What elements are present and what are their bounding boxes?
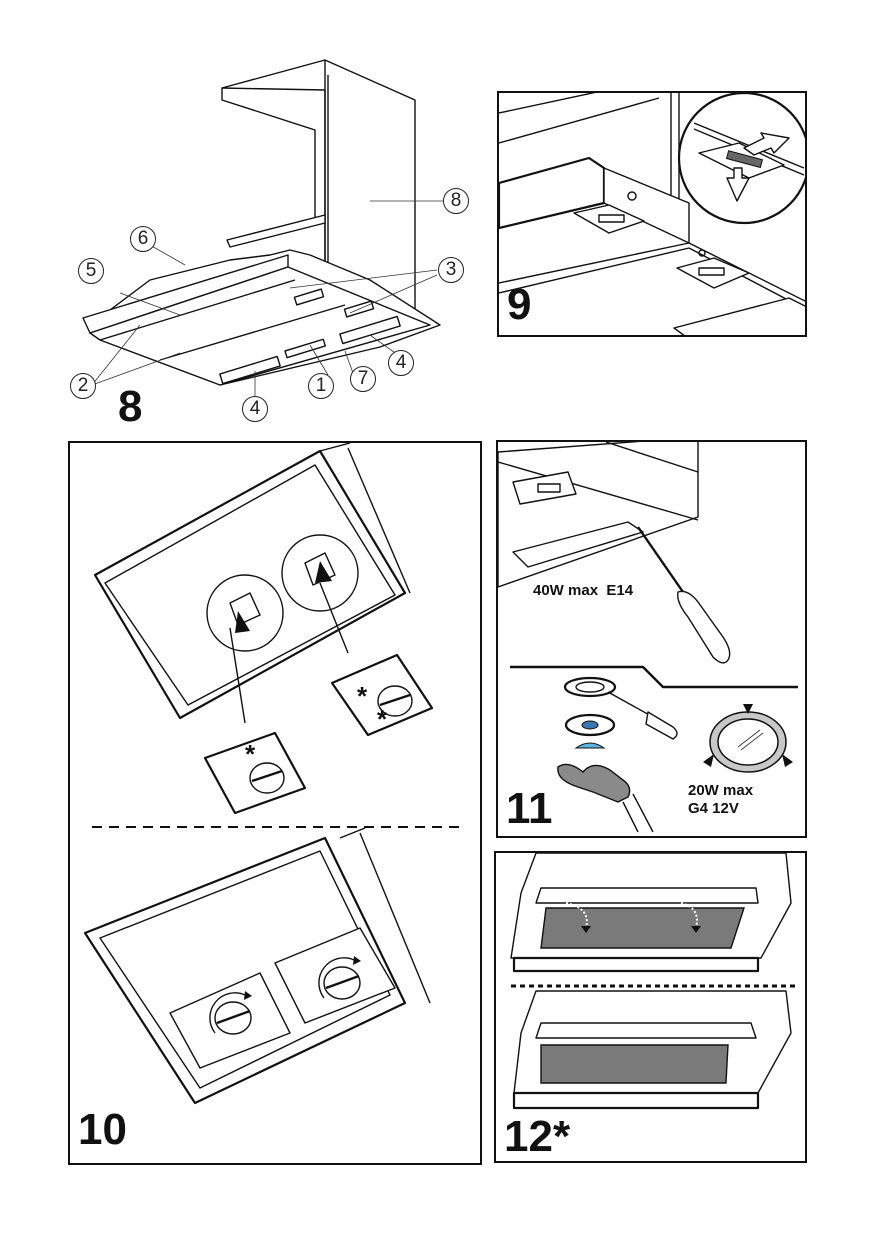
figure-11: 40W max E14 20W max G4 12V 11 [496, 440, 807, 838]
asterisk-mark: * [377, 704, 388, 734]
carbon-filter-fitting-drawing: * * * [83, 443, 462, 1105]
figure-8: 8 6 5 3 4 7 1 2 4 8 [70, 55, 490, 435]
figure-9: 9 [497, 91, 807, 337]
figure-12: 12* [494, 851, 807, 1163]
asterisk-mark: * [357, 681, 368, 711]
figure-number-10: 10 [78, 1105, 127, 1154]
callout-4-left: 4 [242, 396, 268, 422]
figure-number-11: 11 [506, 784, 553, 833]
figure-number-8: 8 [118, 382, 143, 431]
lamp-replacement-drawing [498, 442, 798, 833]
hood-overview-drawing [82, 59, 445, 398]
lamp-spec-e14: 40W max E14 [533, 582, 634, 599]
callout-8: 8 [443, 188, 469, 214]
callout-5: 5 [78, 258, 104, 284]
charcoal-filter-drawing [510, 853, 796, 1110]
figure-10: * * * 10 [68, 441, 482, 1165]
lamp-spec-g4-line2: G4 12V [688, 800, 739, 817]
filter-clip-drawing [499, 93, 805, 335]
callout-3: 3 [438, 257, 464, 283]
lamp-spec-g4-line1: 20W max [688, 782, 754, 799]
callout-6: 6 [130, 226, 156, 252]
callout-2: 2 [70, 373, 96, 399]
figure-number-9: 9 [507, 280, 532, 329]
figure-number-12: 12* [504, 1112, 571, 1161]
asterisk-mark: * [245, 739, 256, 769]
callout-7: 7 [350, 366, 376, 392]
callout-1: 1 [308, 373, 334, 399]
callout-4-right: 4 [388, 350, 414, 376]
